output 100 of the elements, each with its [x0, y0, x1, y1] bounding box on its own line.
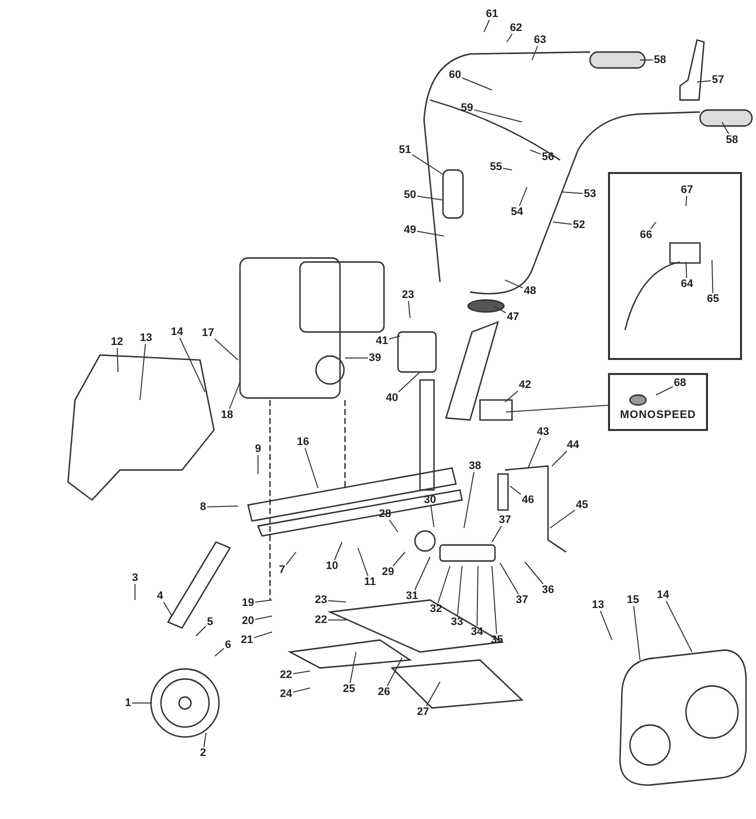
callout-number: 17	[200, 327, 216, 339]
leader-line	[214, 338, 238, 360]
callout-number: 7	[278, 564, 286, 576]
leader-line	[633, 606, 640, 660]
leader-line	[524, 562, 544, 584]
leader-line	[492, 526, 502, 542]
leader-line	[134, 584, 136, 600]
callout-number: 46	[520, 494, 536, 506]
leader-line	[600, 610, 612, 640]
callout-number: 58	[652, 54, 668, 66]
leader-line	[408, 300, 410, 318]
leader-line	[492, 566, 498, 634]
leader-line	[500, 562, 519, 594]
leader-line	[196, 626, 206, 636]
callout-number: 62	[508, 22, 524, 34]
leader-line	[504, 280, 524, 288]
callout-number: 14	[170, 326, 184, 338]
callout-number: 13	[590, 599, 606, 611]
leader-line	[476, 566, 478, 626]
leader-line	[552, 222, 572, 225]
leader-line	[430, 506, 434, 528]
leader-line	[179, 338, 206, 392]
callout-number: 23	[400, 289, 416, 301]
leader-line	[228, 382, 240, 410]
callout-number: 33	[450, 616, 464, 628]
callout-number: 37	[514, 594, 530, 606]
callout-number: 2	[198, 747, 208, 759]
leader-line	[464, 472, 474, 528]
callout-number: 23	[314, 594, 328, 606]
leader-line	[163, 602, 172, 616]
callout-number: 22	[278, 669, 294, 681]
leader-line	[214, 648, 224, 656]
leader-line	[358, 548, 368, 576]
leader-line	[686, 262, 688, 278]
callout-number: 10	[324, 560, 340, 572]
callout-number: 40	[384, 392, 400, 404]
leader-line	[484, 20, 490, 32]
callout-number: 13	[138, 332, 154, 344]
leader-line	[206, 506, 238, 508]
callout-number: 39	[368, 352, 382, 364]
callout-number: 66	[638, 229, 654, 241]
callout-number: 41	[374, 335, 390, 347]
callout-number: 49	[402, 224, 418, 236]
leader-line	[666, 600, 692, 652]
leader-line	[506, 404, 608, 412]
leader-line	[510, 486, 522, 495]
leader-line	[722, 122, 730, 134]
leader-line	[562, 192, 584, 194]
callout-number: 6	[224, 639, 232, 651]
callout-number: 8	[198, 501, 208, 513]
callout-number: 45	[574, 499, 590, 511]
leader-line	[530, 150, 542, 155]
leader-line	[350, 652, 356, 684]
callout-number: 54	[510, 206, 524, 218]
callout-number: 18	[220, 409, 234, 421]
leader-line	[532, 46, 538, 60]
leader-line	[254, 616, 272, 620]
callout-number: 1	[124, 697, 132, 709]
callout-number: 48	[522, 285, 538, 297]
callout-number: 15	[626, 594, 640, 606]
callout-number: 16	[296, 436, 310, 448]
leader-line	[494, 306, 506, 314]
callout-number: 61	[484, 8, 500, 20]
leader-line	[696, 80, 712, 82]
callout-number: 58	[724, 134, 740, 146]
callout-number: 37	[498, 514, 512, 526]
leader-line	[438, 566, 450, 604]
leader-line	[388, 520, 398, 532]
leader-line	[502, 168, 512, 170]
callout-number: 14	[656, 589, 670, 601]
leader-line	[254, 600, 272, 603]
leader-line	[528, 438, 541, 468]
callout-number: 12	[110, 336, 124, 348]
leader-line	[656, 386, 674, 396]
leader-line	[552, 450, 568, 466]
leader-line	[116, 348, 118, 372]
leader-line	[392, 552, 406, 566]
callout-number: 31	[404, 590, 420, 602]
mode-panel	[608, 373, 708, 431]
callout-number: 24	[278, 688, 294, 700]
callout-number: 68	[672, 377, 688, 389]
callout-number: 26	[376, 686, 392, 698]
callout-number: 65	[706, 293, 720, 305]
leader-line	[304, 448, 318, 488]
callout-number: 63	[532, 34, 548, 46]
leader-line	[686, 196, 688, 206]
inset-panel	[608, 172, 742, 360]
callout-number: 36	[540, 584, 556, 596]
leader-line	[550, 510, 576, 528]
leader-line	[292, 670, 310, 674]
callout-number: 3	[130, 572, 140, 584]
leader-line	[712, 260, 714, 294]
callout-number: 60	[448, 69, 462, 81]
callout-number: 11	[363, 576, 377, 588]
leader-line	[292, 688, 310, 693]
callout-number: 27	[416, 706, 430, 718]
leader-line	[462, 77, 492, 90]
mode-label: MONOSPEED	[618, 409, 697, 421]
callout-number: 34	[470, 626, 484, 638]
leader-line	[398, 372, 420, 392]
